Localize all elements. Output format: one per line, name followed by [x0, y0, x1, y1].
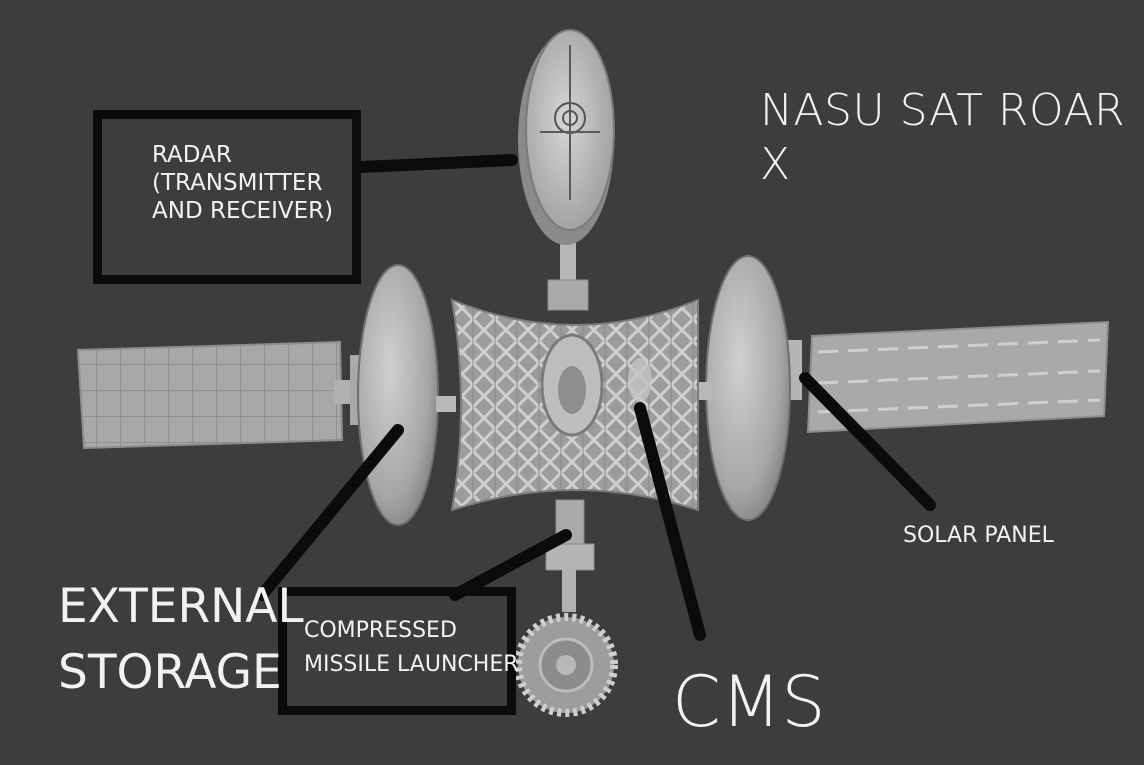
missile-launcher-label: COMPRESSED MISSILE LAUNCHER: [304, 618, 519, 678]
radar-dish: [518, 29, 615, 245]
solar-panel-right: [784, 320, 1110, 434]
cms-leader-line: [634, 402, 706, 641]
solar-panel-label: SOLAR PANEL: [903, 523, 1054, 548]
leader-lines: [256, 154, 936, 641]
diagram-title: NASU SAT ROAR X: [760, 85, 1126, 190]
radar-label-box: [93, 110, 361, 284]
radar-leader-line: [355, 154, 518, 173]
right-storage-pod: [694, 255, 791, 521]
missile-launcher-label-box: [278, 587, 516, 715]
solar-panel-leader-line: [799, 372, 936, 511]
external-storage-pod: [357, 264, 456, 526]
cms-label: CMS: [672, 661, 826, 743]
missile-launcher-leader-line: [449, 529, 572, 601]
solar-panel-left: [76, 340, 370, 450]
cms-core-body: [450, 298, 699, 512]
missile-launcher-gear: [514, 613, 618, 717]
external-storage-label: EXTERNAL STORAGE: [58, 579, 304, 700]
radar-label: RADAR (TRANSMITTER AND RECEIVER): [152, 142, 334, 225]
external-storage-leader-line: [256, 424, 404, 601]
